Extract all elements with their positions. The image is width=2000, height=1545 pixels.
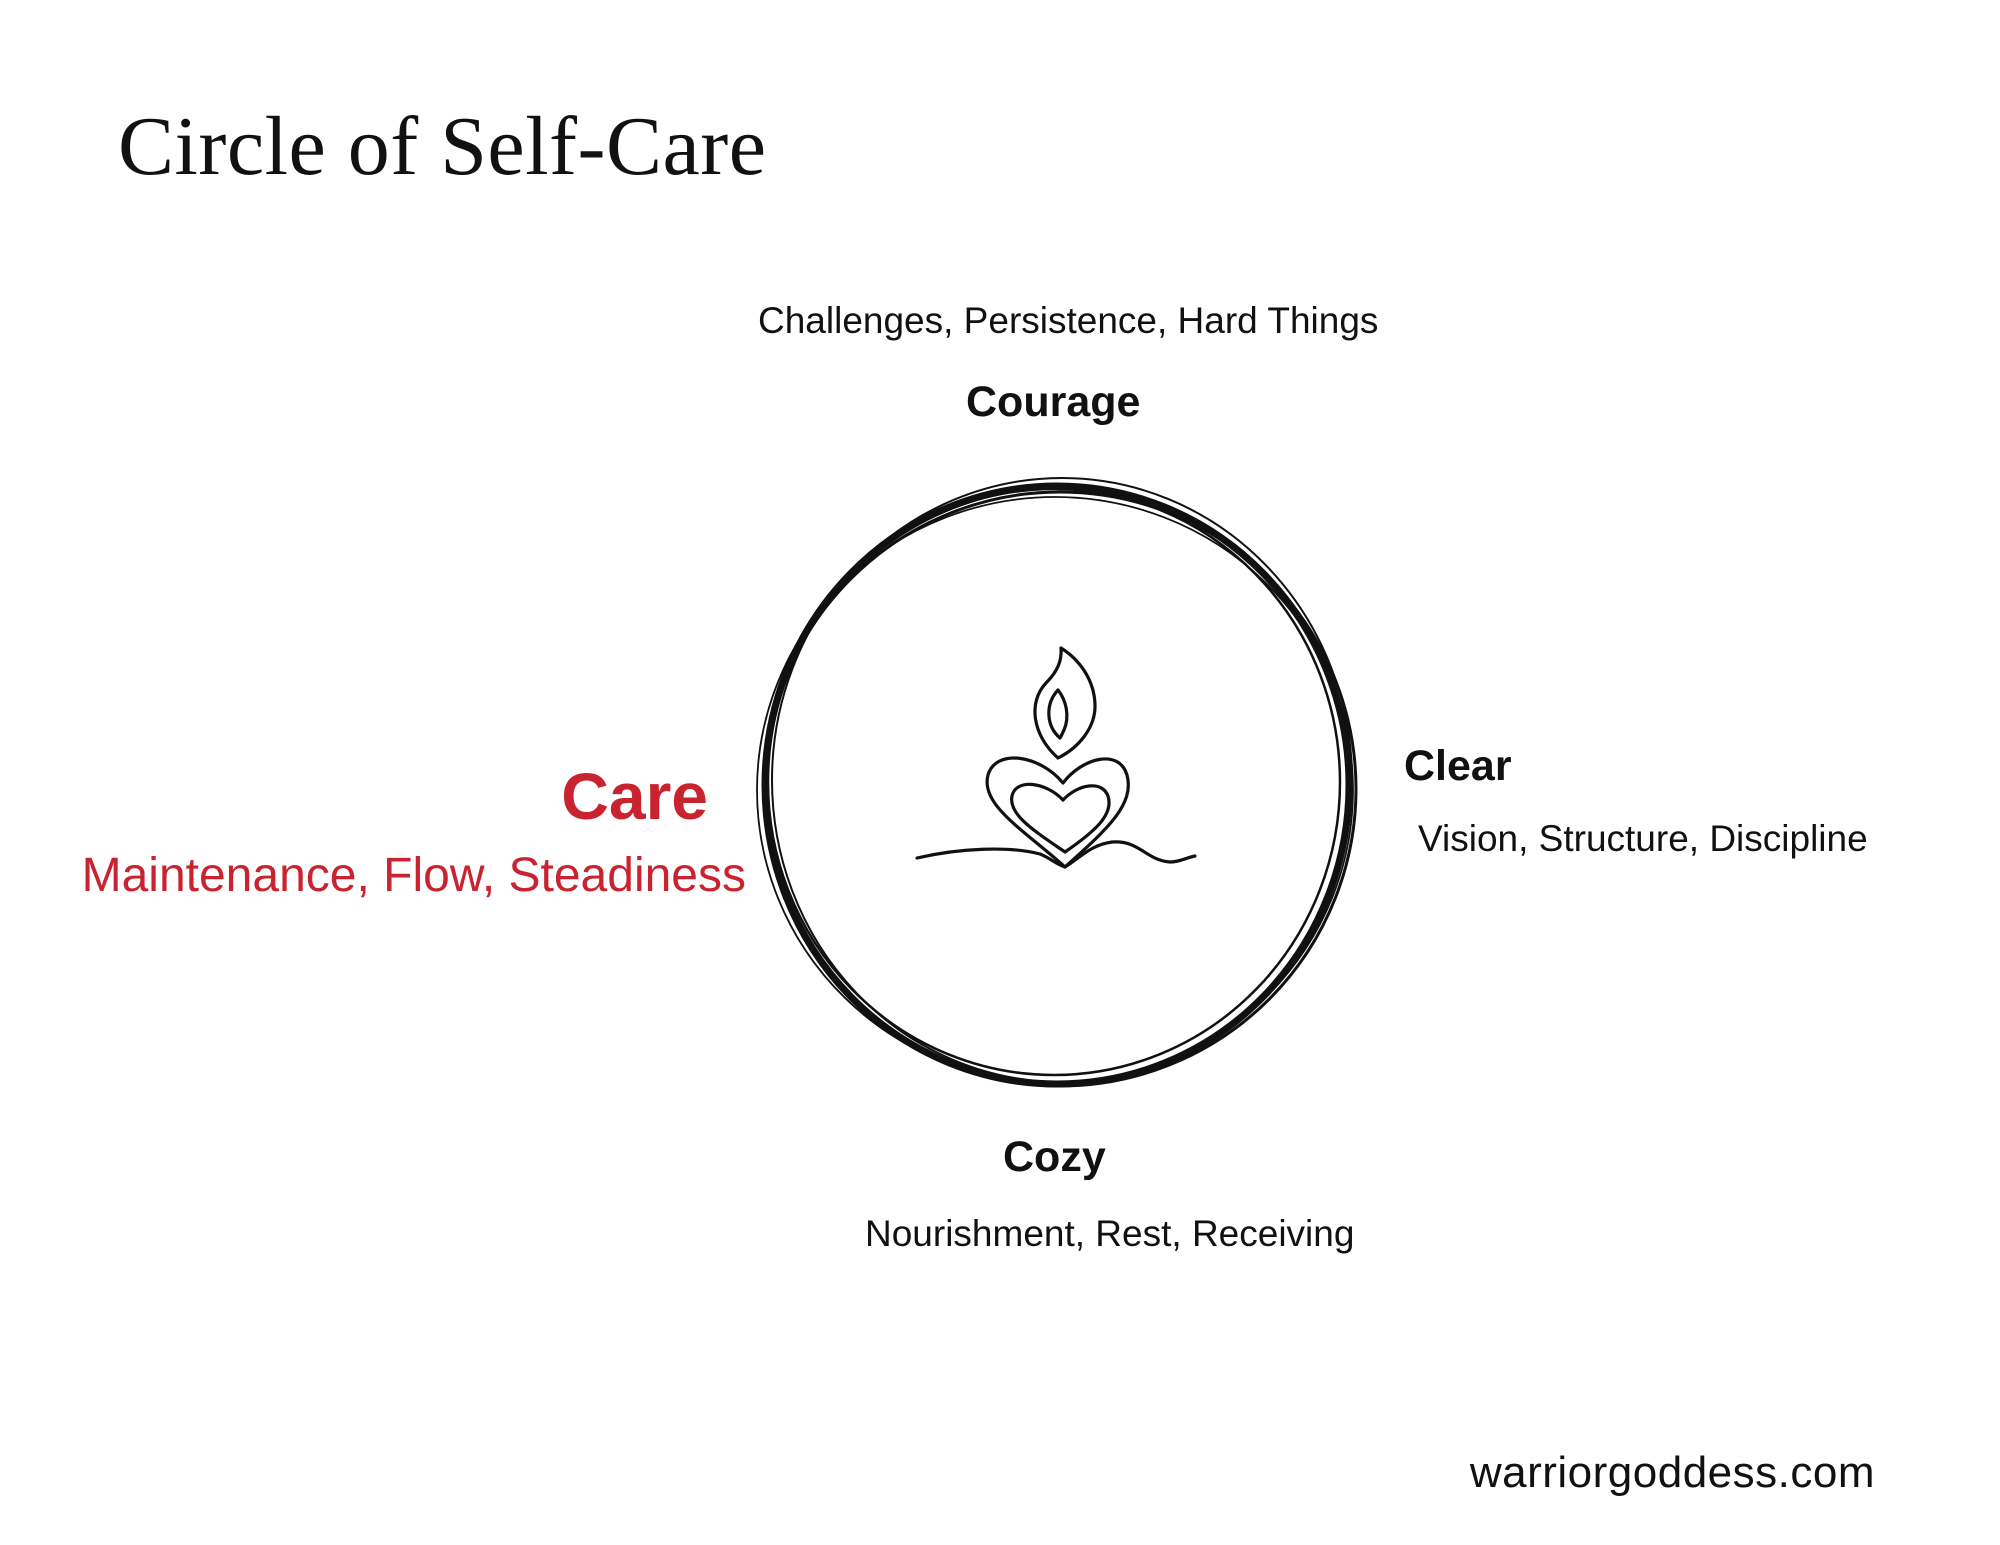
clear-qualities: Vision, Structure, Discipline bbox=[1418, 818, 1868, 859]
care-qualities: Maintenance, Flow, Steadiness bbox=[81, 849, 746, 902]
courage-qualities: Challenges, Persistence, Hard Things bbox=[758, 300, 1379, 341]
brush-circle bbox=[756, 477, 1358, 1088]
page-title: Circle of Self-Care bbox=[118, 100, 767, 193]
footer-website: warriorgoddess.com bbox=[1469, 1448, 1875, 1497]
clear-heading: Clear bbox=[1404, 742, 1512, 790]
care-heading: Care bbox=[561, 759, 708, 833]
cozy-qualities: Nourishment, Rest, Receiving bbox=[865, 1213, 1355, 1254]
courage-heading: Courage bbox=[966, 378, 1141, 426]
candle-heart-icon bbox=[915, 646, 1197, 869]
cozy-heading: Cozy bbox=[1003, 1133, 1106, 1181]
